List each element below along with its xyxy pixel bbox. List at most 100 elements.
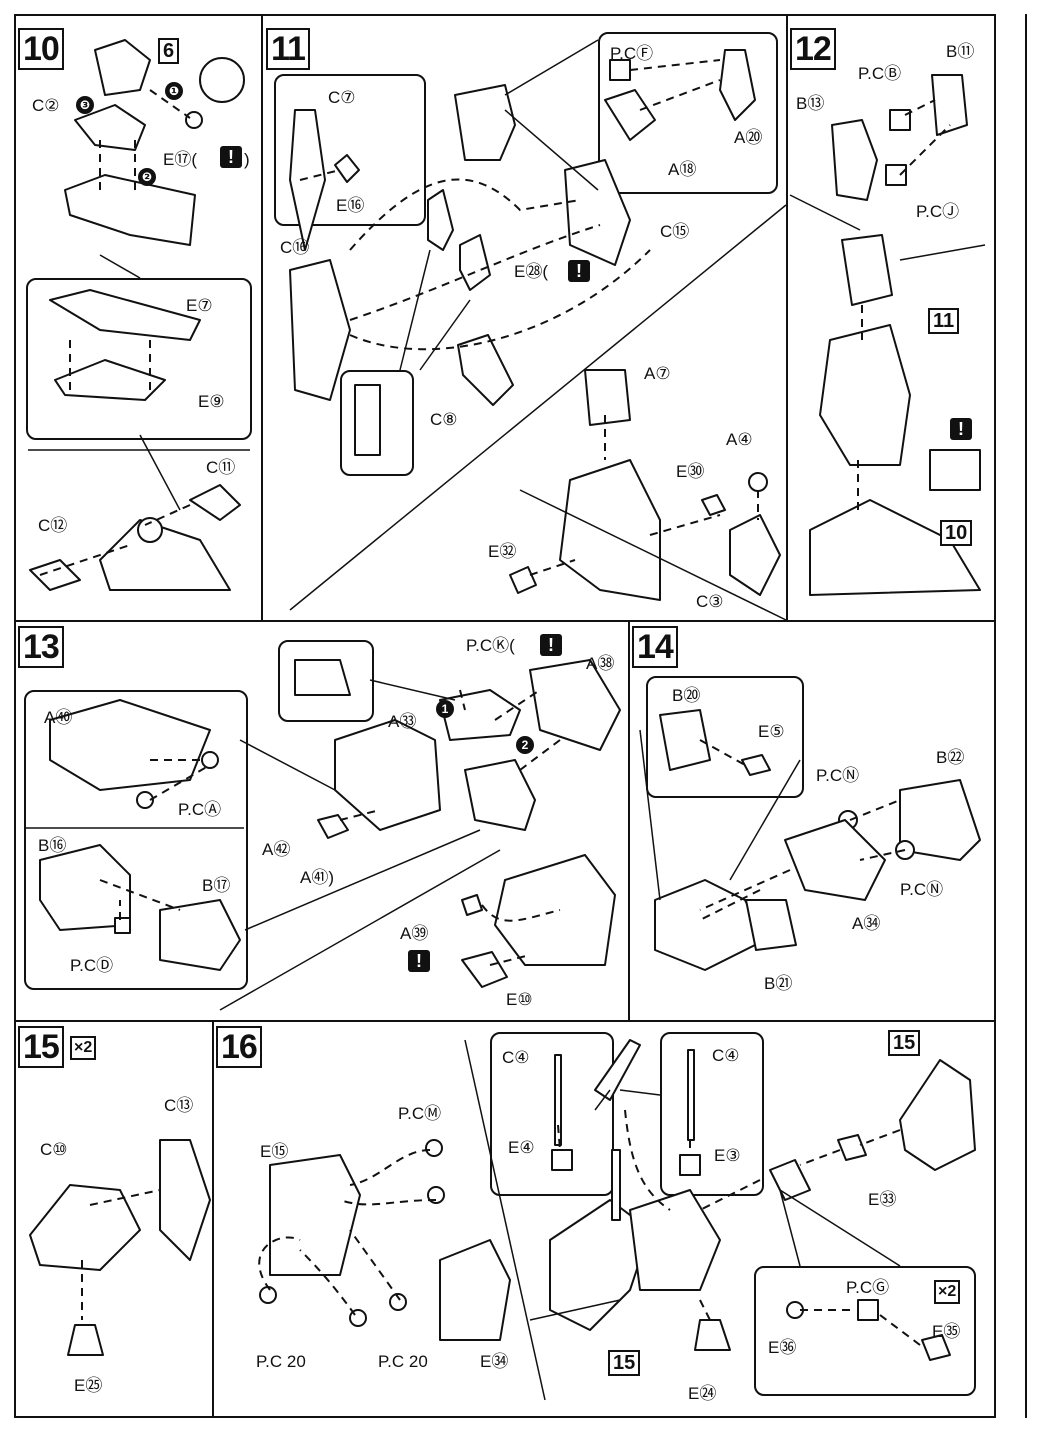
part-e16 (334, 154, 360, 183)
row-divider-1 (14, 620, 996, 622)
part-c4-right (687, 1049, 695, 1141)
part-step11-blade (427, 189, 454, 251)
label-pcb: P.CⒷ (858, 64, 902, 83)
ref-part-11: 11 (928, 308, 960, 334)
step16-inset-pcg (754, 1266, 976, 1396)
part-small-zoom (354, 384, 381, 456)
label-pcn-top: P.CⓃ (816, 766, 860, 785)
col-divider-13-14 (628, 620, 630, 1020)
part-c2 (74, 104, 146, 151)
part-e15 (269, 1154, 361, 1276)
part-b22 (899, 779, 981, 861)
label-a34: A㉞ (852, 914, 881, 933)
part-c7 (289, 109, 326, 251)
label-e35: E㉟ (932, 1322, 961, 1341)
part-a7 (584, 369, 631, 426)
pcg-multiplier: ×2 (934, 1280, 961, 1304)
part-b21 (745, 899, 797, 951)
label-c4-right: C④ (712, 1046, 740, 1065)
label-a7: A⑦ (644, 364, 671, 383)
label-a42: A㊷ (262, 840, 291, 859)
part-e32 (509, 566, 537, 594)
step-number-12: 12 (790, 28, 836, 70)
part-c4-left (554, 1054, 562, 1146)
part-a34 (784, 819, 886, 901)
part-c16 (289, 259, 351, 401)
part-step10-assembled (99, 519, 231, 591)
label-a20: A⑳ (734, 128, 763, 147)
part-e7 (49, 289, 201, 341)
label-e3: E③ (714, 1146, 741, 1165)
label-pcd: P.CⒹ (70, 956, 114, 975)
part-step12-base (809, 499, 981, 596)
part-pcf (609, 59, 631, 81)
part-e17-zoom (199, 57, 245, 103)
part-c10 (29, 1184, 141, 1271)
label-b21: B㉑ (764, 974, 793, 993)
part-a4 (748, 472, 768, 492)
part-pc20-c (389, 1293, 407, 1311)
part-b13 (831, 119, 878, 201)
ref-part-10: 10 (940, 520, 973, 546)
part-step12-shoulder (841, 234, 893, 306)
label-c10: C⑩ (40, 1140, 68, 1159)
label-a39: A㊴ (400, 924, 429, 943)
label-e9: E⑨ (198, 392, 225, 411)
label-c7: C⑦ (328, 88, 356, 107)
part-step12-zoom (929, 449, 981, 491)
part-pcj (885, 164, 907, 186)
part-step16-body (629, 1189, 721, 1291)
warning-icon-a39: ! (408, 950, 430, 972)
part-step11-torso (454, 84, 516, 161)
label-e5: E⑤ (758, 722, 785, 741)
part-a20 (719, 49, 756, 121)
label-a33: A㉝ (388, 712, 417, 731)
step-number-16: 16 (216, 1026, 262, 1068)
part-step16-shield (549, 1199, 651, 1331)
label-pcg: P.CⒼ (846, 1278, 890, 1297)
label-e33: E㉝ (868, 1190, 897, 1209)
part-pca (201, 751, 219, 769)
warning-icon-step12: ! (950, 418, 972, 440)
label-pc20-a: P.C 20 (256, 1352, 306, 1371)
part-c3 (729, 514, 781, 596)
part-pc20-a (259, 1286, 277, 1304)
step-number-10: 10 (18, 28, 64, 70)
part-step13-assembled (494, 854, 616, 966)
part-e25 (67, 1324, 104, 1356)
part-e33 (837, 1134, 867, 1161)
label-c16: C⑯ (280, 238, 310, 257)
ref-part-15-top: 15 (888, 1030, 921, 1056)
label-c13: C⑬ (164, 1096, 194, 1115)
part-e28 (459, 234, 491, 291)
label-b11: B⑪ (946, 42, 975, 61)
label-a4: A④ (726, 430, 753, 449)
part-c15 (564, 159, 631, 266)
label-e15: E⑮ (260, 1142, 289, 1161)
label-e34: E㉞ (480, 1352, 509, 1371)
row-divider-2 (14, 1020, 996, 1022)
label-e24: E㉔ (688, 1384, 717, 1403)
label-e30: E㉚ (676, 462, 705, 481)
part-step14-assembled (654, 879, 766, 971)
warning-icon-e28: ! (568, 260, 590, 282)
part-e5 (741, 754, 771, 776)
part-step11-lower (559, 459, 661, 601)
label-e36: E㊱ (768, 1338, 797, 1357)
part-a38 (529, 659, 621, 751)
part-e24 (694, 1319, 731, 1351)
label-b13: B⑬ (796, 94, 825, 113)
page-frame (14, 14, 996, 1418)
part-c13 (159, 1139, 211, 1261)
step-number-11: 11 (266, 28, 310, 70)
part-e35 (921, 1334, 951, 1361)
label-b20: B⑳ (672, 686, 701, 705)
col-divider-11-12 (786, 14, 788, 620)
part-step13-chest (334, 719, 441, 831)
part-step16-backpack (899, 1059, 976, 1171)
part-e34 (439, 1239, 511, 1341)
part-e4 (551, 1149, 573, 1171)
label-b16: B⑯ (38, 836, 67, 855)
step-number-15: 15 (18, 1026, 64, 1068)
